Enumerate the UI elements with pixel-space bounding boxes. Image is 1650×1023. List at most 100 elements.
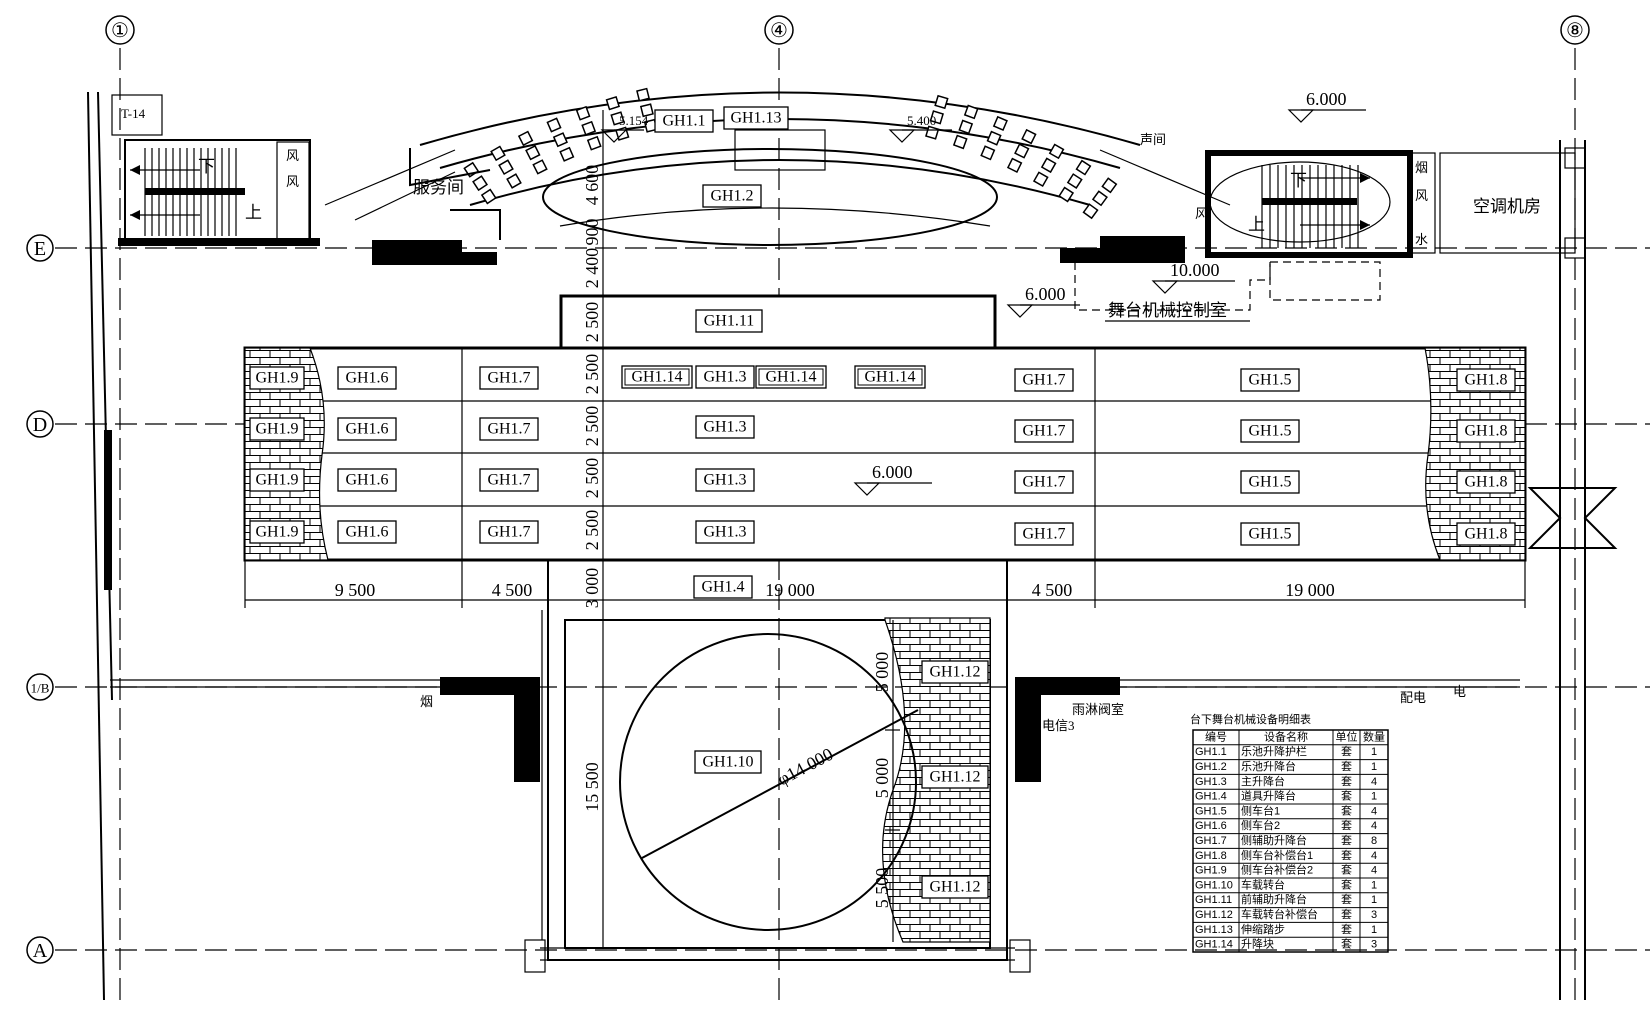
dim-v13: 5 500 <box>872 868 892 909</box>
tag-gh1-3: GH1.3 <box>695 468 755 492</box>
svg-text:GH1.7: GH1.7 <box>1022 372 1065 389</box>
svg-text:GH1.6: GH1.6 <box>345 472 388 489</box>
tag-gh1-5: GH1.5 <box>1240 368 1300 392</box>
grid-bubble-1: ① <box>105 15 135 45</box>
dim-v5: 2 500 <box>582 354 602 395</box>
equipment-table-cell: GH1.14 <box>1195 939 1233 951</box>
equipment-table-cell: 4 <box>1371 820 1377 832</box>
elevation-e6: 5.154 <box>600 113 649 143</box>
tag-gh1-4: GH1.4 <box>693 575 753 599</box>
dim-v7: 2 500 <box>582 458 602 499</box>
equipment-table-cell: 套 <box>1341 938 1352 951</box>
seat <box>986 130 1002 146</box>
service-room-label: 服务间 <box>413 178 464 197</box>
tag-gh1-7: GH1.7 <box>1014 368 1074 392</box>
seating-left <box>463 87 658 205</box>
dim-v9: 3 000 <box>582 568 602 609</box>
svg-text:10.000: 10.000 <box>1170 260 1220 280</box>
grid-bubble-E: E <box>26 234 54 262</box>
equipment-table-cell: 1 <box>1371 924 1377 936</box>
svg-text:6.000: 6.000 <box>1306 89 1347 109</box>
equipment-table-cell: 侧车台补偿台1 <box>1241 848 1313 862</box>
equipment-table-cell: 1 <box>1371 761 1377 773</box>
equipment-table-cell: GH1.10 <box>1195 879 1233 891</box>
stage-control-room-label: 舞台机械控制室 <box>1108 301 1227 320</box>
svg-text:GH1.7: GH1.7 <box>1022 423 1065 440</box>
equipment-table-cell: GH1.9 <box>1195 865 1227 877</box>
tag-gh1-7: GH1.7 <box>479 468 539 492</box>
equipment-table-cell: 1 <box>1371 894 1377 906</box>
seat <box>1014 143 1030 159</box>
seat <box>1058 186 1075 203</box>
svg-text:GH1.3: GH1.3 <box>703 419 746 436</box>
dim-v3: 2 400 <box>582 248 602 289</box>
right-stair-block: 声间 烟 风 水 下 上 风 空调机房 <box>1060 132 1576 263</box>
smoke-label: 烟 <box>1415 160 1428 175</box>
svg-text:GH1.9: GH1.9 <box>255 370 298 387</box>
seat <box>1066 173 1083 189</box>
dim-v8: 2 500 <box>582 510 602 551</box>
seat <box>546 117 562 133</box>
t14-label: T-14 <box>121 106 146 121</box>
equipment-table-cell: 3 <box>1371 939 1377 951</box>
svg-text:GH1.8: GH1.8 <box>1464 474 1507 491</box>
tag-gh1-6: GH1.6 <box>337 468 397 492</box>
tag-gh1-8: GH1.8 <box>1456 368 1516 392</box>
tag-gh1-3: GH1.3 <box>695 415 755 439</box>
tag-gh1-2: GH1.2 <box>702 184 762 208</box>
dim-v10: 15 500 <box>582 762 602 812</box>
seating-right <box>925 94 1118 220</box>
equipment-table-cell: 4 <box>1371 850 1377 862</box>
svg-text:GH1.14: GH1.14 <box>631 369 682 386</box>
svg-text:GH1.1: GH1.1 <box>662 113 705 130</box>
seat <box>610 111 625 126</box>
equipment-table-title: 台下舞台机械设备明细表 <box>1190 712 1311 726</box>
svg-text:GH1.14: GH1.14 <box>765 369 816 386</box>
seat <box>490 145 506 162</box>
stair-steps-left <box>130 148 245 236</box>
revolve-stage <box>440 559 1120 973</box>
seat <box>934 94 949 110</box>
equipment-table-cell: 套 <box>1341 834 1352 847</box>
seat <box>636 87 651 102</box>
equipment-table-cell: 伸缩踏步 <box>1241 922 1285 936</box>
svg-text:GH1.9: GH1.9 <box>255 524 298 541</box>
seat <box>517 130 534 147</box>
equipment-table-cell: 4 <box>1371 805 1377 817</box>
stair-steps-right <box>1261 165 1370 248</box>
tag-gh1-12: GH1.12 <box>921 765 989 789</box>
tag-gh1-14: GH1.14 <box>621 365 693 389</box>
seat <box>532 159 548 175</box>
wind-label-left-1: 风 <box>286 148 299 163</box>
tag-gh1-13: GH1.13 <box>723 106 789 130</box>
svg-text:④: ④ <box>770 20 788 42</box>
svg-text:GH1.2: GH1.2 <box>710 188 753 205</box>
svg-text:E: E <box>34 238 46 260</box>
equipment-table-cell: 套 <box>1341 775 1352 788</box>
dim-h3: 19 000 <box>765 580 815 600</box>
tag-gh1-8: GH1.8 <box>1456 419 1516 443</box>
tag-gh1-8: GH1.8 <box>1456 522 1516 546</box>
equipment-table-cell: GH1.7 <box>1195 835 1227 847</box>
equipment-table-cell: 套 <box>1341 819 1352 832</box>
svg-text:GH1.5: GH1.5 <box>1248 526 1291 543</box>
svg-text:GH1.3: GH1.3 <box>703 524 746 541</box>
equipment-table-cell: 道具升降台 <box>1241 789 1296 803</box>
equipment-table-frame <box>1192 729 1389 953</box>
svg-text:A: A <box>33 940 48 962</box>
svg-text:GH1.10: GH1.10 <box>702 754 753 771</box>
stair-up-label-left: 上 <box>245 203 262 222</box>
tag-gh1-3: GH1.3 <box>695 520 755 544</box>
equipment-table-cell: GH1.11 <box>1195 894 1232 906</box>
svg-text:GH1.7: GH1.7 <box>487 421 530 438</box>
elec-label: 电 <box>1453 684 1466 699</box>
tag-gh1-7: GH1.7 <box>1014 419 1074 443</box>
seat <box>506 173 522 189</box>
equipment-table-cell: 套 <box>1341 804 1352 817</box>
equipment-table-cell: 4 <box>1371 776 1377 788</box>
seat <box>498 159 514 176</box>
